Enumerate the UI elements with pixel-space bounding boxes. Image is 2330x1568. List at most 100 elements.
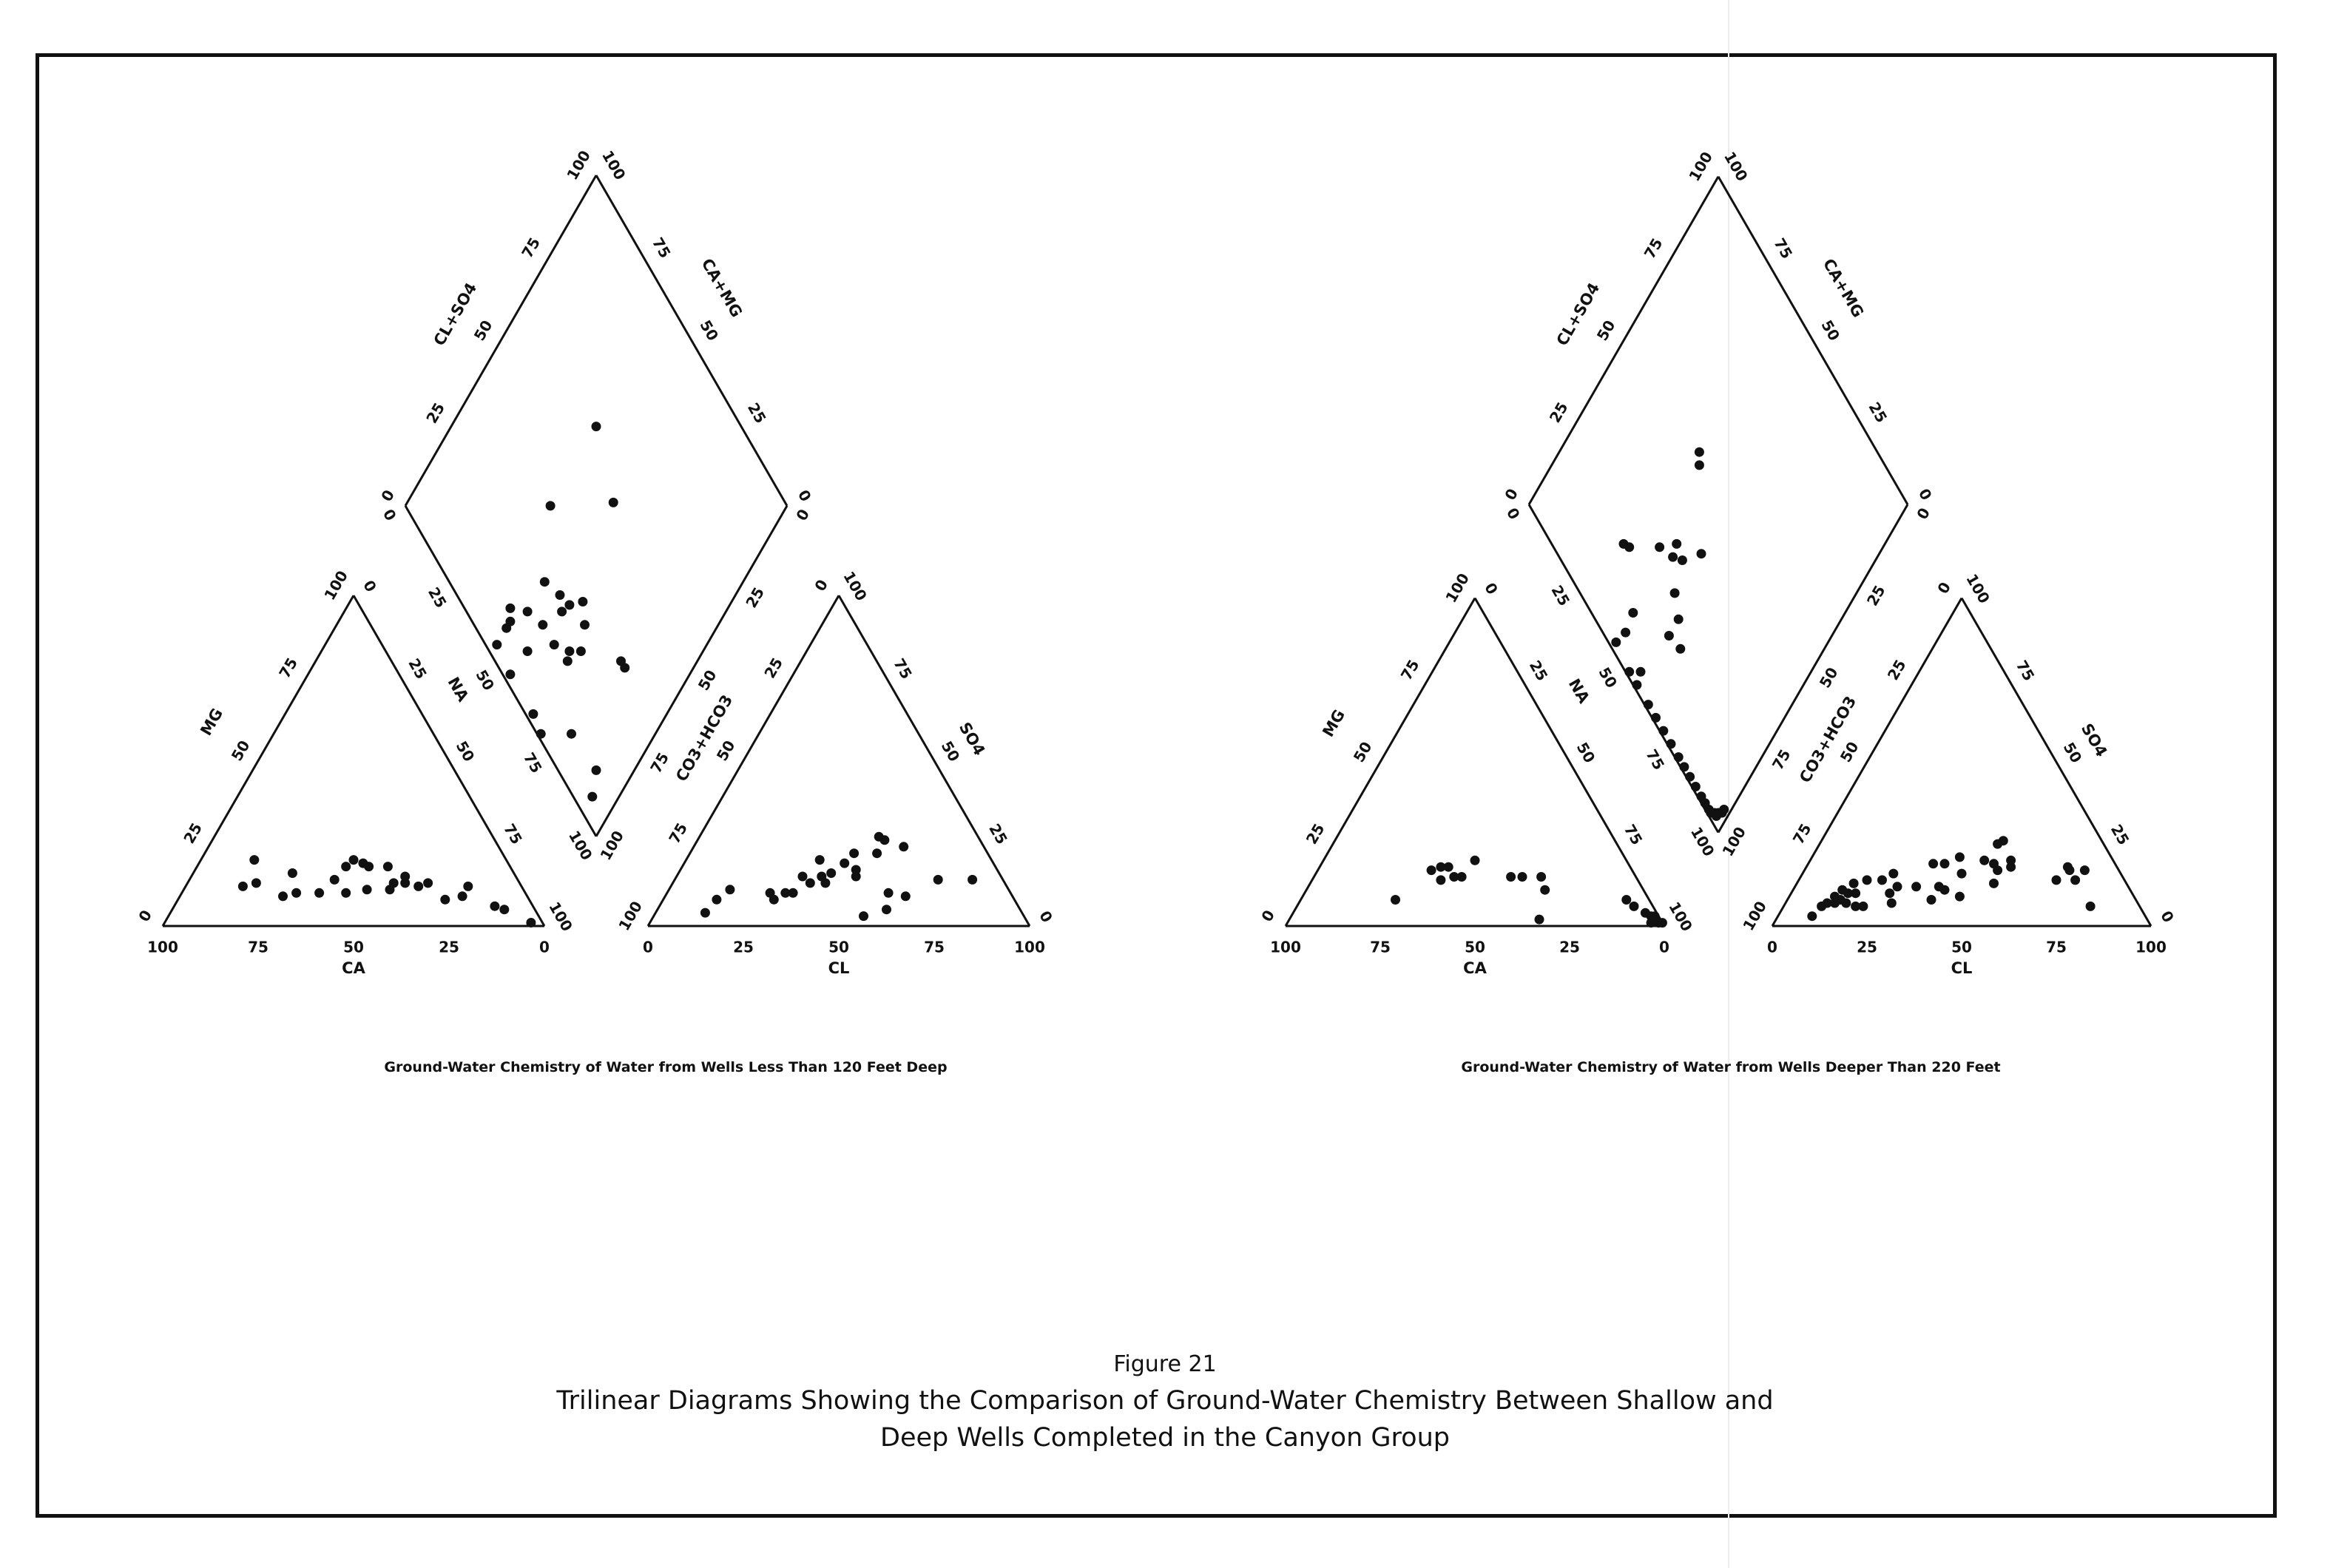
diamond-lower-left-tick-75-deep: 75 [1642, 746, 1668, 773]
cation-mg-tick-25-shallow: 25 [180, 820, 206, 846]
diamond-lower-left-tick-0-shallow: 0 [379, 506, 400, 524]
cation-triangle-left-deep [1284, 597, 1476, 927]
cation-data-point-deep [1621, 895, 1632, 905]
anion-data-point-shallow [883, 888, 894, 898]
diamond-data-point-deep [1677, 555, 1687, 565]
diamond-cl-so4-tick-0-deep: 0 [1501, 485, 1522, 503]
anion-data-point-deep [1989, 878, 1999, 888]
diamond-data-point-deep [1672, 538, 1682, 549]
anion-co3-hco3-tick-25-shallow: 25 [760, 655, 786, 681]
cation-na-axis-label-deep: NA [1565, 676, 1593, 707]
diamond-data-point-shallow [492, 640, 502, 650]
diamond-ca-mg-tick-50-deep: 50 [1817, 317, 1843, 344]
diamond-lower-right-tick-100-deep: 100 [1718, 824, 1749, 859]
diamond-ca-mg-tick-75-shallow: 75 [649, 234, 675, 261]
anion-data-point-shallow [851, 871, 861, 882]
anion-co3-hco3-tick-0-shallow: 0 [811, 576, 831, 594]
anion-data-point-deep [1954, 891, 1965, 902]
figure-title-line-2: Deep Wells Completed in the Canyon Group [880, 1423, 1450, 1453]
cation-data-point-deep [1657, 918, 1667, 928]
anion-cl-tick-50-shallow: 50 [828, 939, 849, 956]
diamond-ca-mg-tick-25-deep: 25 [1865, 399, 1891, 425]
diamond-lower-right-edge-deep [1717, 504, 1909, 834]
cation-ca-axis-label-shallow: CA [342, 959, 365, 977]
diamond-data-point-deep [1690, 782, 1701, 791]
diamond-lower-right-tick-25-deep: 25 [1863, 582, 1889, 609]
cation-data-point-shallow [490, 901, 500, 911]
anion-data-point-deep [1993, 865, 2003, 876]
diamond-data-point-deep [1664, 631, 1674, 641]
anion-cl-tick-0-deep: 0 [1767, 939, 1777, 956]
diamond-data-point-deep [1643, 700, 1653, 710]
caption-deep-wells: Ground-Water Chemistry of Water from Wel… [1461, 1059, 2001, 1075]
anion-so4-tick-25-shallow: 25 [985, 820, 1011, 847]
cation-triangle-left-shallow [161, 595, 355, 927]
diamond-data-point-shallow [555, 590, 565, 600]
anion-so4-tick-100-deep: 100 [1962, 571, 1993, 606]
anion-co3-hco3-tick-100-shallow: 100 [615, 898, 646, 933]
cation-data-point-shallow [341, 888, 351, 898]
diamond-data-point-shallow [502, 623, 512, 633]
cation-na-tick-100-deep: 100 [1665, 899, 1696, 934]
diamond-ca-mg-tick-25-shallow: 25 [744, 399, 770, 426]
diamond-cl-so4-tick-0-shallow: 0 [377, 487, 398, 504]
cation-data-point-deep [1436, 875, 1446, 885]
diamond-lower-right-tick-75-deep: 75 [1769, 746, 1794, 773]
anion-data-point-deep [2070, 875, 2081, 885]
cation-data-point-shallow [499, 905, 510, 915]
diamond-data-point-deep [1611, 637, 1621, 647]
cation-mg-axis-label-shallow: MG [197, 706, 226, 739]
anion-data-point-shallow [933, 874, 943, 885]
page-fold-line [1728, 0, 1729, 1568]
anion-triangle-left-deep [1771, 597, 1963, 927]
diamond-ca-mg-tick-75-deep: 75 [1770, 235, 1796, 262]
anion-data-point-deep [1851, 888, 1861, 899]
diamond-cl-so4-tick-100-deep: 100 [1685, 149, 1716, 184]
anion-data-point-deep [1858, 901, 1868, 911]
diamond-data-point-shallow [591, 422, 601, 432]
anion-data-point-deep [1892, 882, 1902, 892]
diamond-ca-mg-axis-label-shallow: CA+MG [698, 255, 746, 320]
cation-data-point-shallow [457, 891, 467, 902]
cation-data-point-deep [1506, 872, 1516, 882]
diamond-data-point-shallow [539, 577, 550, 587]
cation-ca-tick-75-deep: 75 [1370, 939, 1391, 956]
diamond-lower-right-tick-50-deep: 50 [1816, 664, 1842, 691]
cation-mg-tick-75-shallow: 75 [275, 655, 301, 681]
anion-co3-hco3-axis-label-shallow: CO3+HCO3 [672, 692, 736, 784]
anion-cl-axis-label-shallow: CL [828, 959, 850, 977]
cation-data-point-shallow [249, 855, 260, 865]
anion-data-point-deep [1822, 898, 1832, 908]
cation-data-point-shallow [388, 878, 399, 888]
cation-ca-tick-100-deep: 100 [1270, 939, 1301, 956]
diamond-data-point-shallow [587, 791, 598, 802]
diamond-upper-left-edge-shallow [404, 175, 598, 507]
cation-ca-tick-100-shallow: 100 [147, 939, 178, 956]
figure-number: Figure 21 [1113, 1351, 1217, 1377]
anion-cl-tick-0-shallow: 0 [643, 939, 653, 956]
cation-mg-tick-100-shallow: 100 [320, 567, 351, 603]
diamond-lower-right-tick-0-deep: 0 [1913, 504, 1934, 522]
cation-data-point-shallow [251, 878, 261, 888]
cation-data-point-deep [1629, 901, 1639, 911]
diamond-lower-left-tick-50-deep: 50 [1595, 664, 1621, 691]
diamond-data-point-shallow [591, 765, 601, 775]
cation-ca-tick-75-shallow: 75 [248, 939, 269, 956]
anion-data-point-shallow [700, 908, 710, 918]
anion-data-point-deep [1851, 901, 1861, 911]
diamond-ca-mg-tick-50-shallow: 50 [696, 317, 722, 344]
cation-data-point-shallow [237, 881, 248, 891]
anion-data-point-shallow [725, 885, 735, 895]
anion-data-point-deep [1862, 875, 1872, 885]
anion-data-point-deep [1979, 855, 1990, 865]
cation-mg-tick-0-shallow: 0 [135, 907, 155, 925]
anion-data-point-shallow [849, 848, 860, 859]
diamond-data-point-shallow [522, 646, 533, 656]
cation-data-point-shallow [341, 862, 351, 872]
diamond-data-point-shallow [545, 501, 556, 511]
diamond-data-point-deep [1624, 666, 1635, 677]
cation-data-point-shallow [463, 881, 473, 891]
diamond-lower-left-edge-shallow [404, 505, 598, 837]
diamond-data-point-shallow [505, 669, 516, 680]
